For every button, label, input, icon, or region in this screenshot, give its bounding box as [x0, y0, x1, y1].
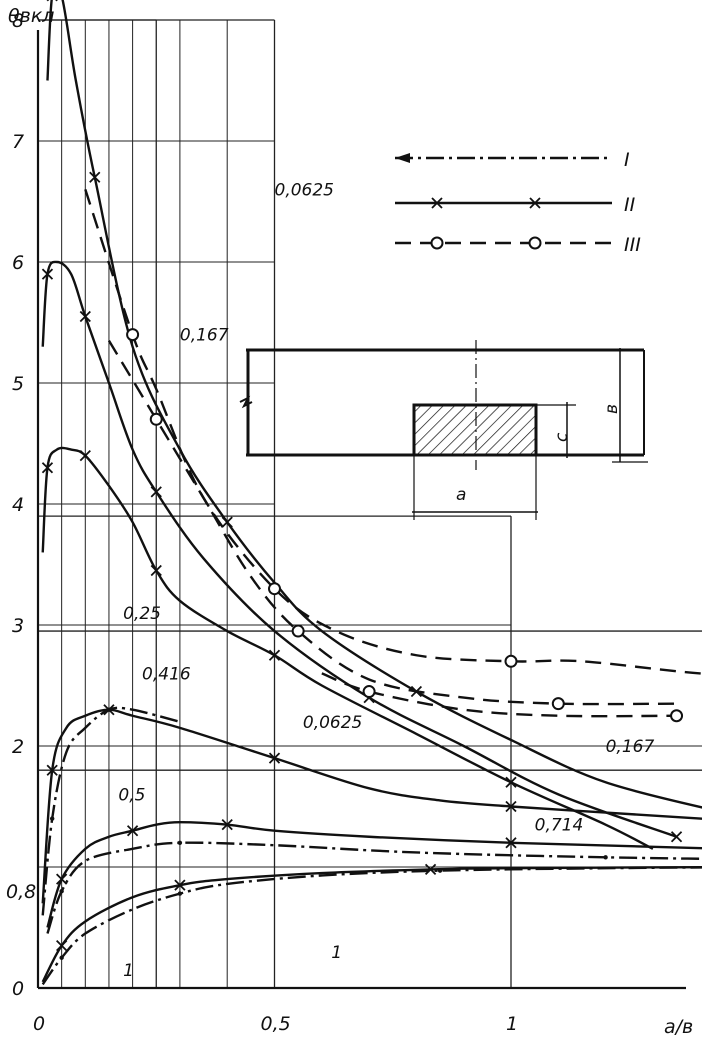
- data-point-x: [424, 863, 437, 876]
- data-point-circle: [670, 709, 684, 723]
- data-point-circle: [291, 624, 305, 638]
- data-point-dot: [59, 955, 64, 960]
- curve-label: 0,416: [142, 664, 191, 684]
- data-point-x: [221, 516, 233, 528]
- data-point-x: [79, 310, 91, 323]
- data-point-x: [41, 268, 54, 280]
- series-layer: [41, 0, 702, 986]
- data-point-dot: [603, 855, 608, 860]
- y-tick-label: 6: [12, 252, 24, 274]
- data-point-circle: [551, 697, 565, 711]
- data-point-x: [56, 873, 68, 885]
- data-point-x: [505, 800, 517, 813]
- curve-label: 0,25: [123, 604, 161, 624]
- data-point-x: [505, 776, 517, 788]
- data-point-circle: [268, 582, 281, 596]
- series-line: [46, 841, 702, 934]
- x-axis-label: a/в: [664, 1016, 693, 1038]
- data-point-dot: [106, 707, 112, 712]
- y-tick-label: 2: [12, 736, 24, 758]
- inset-dim-b-label: в: [602, 404, 622, 414]
- legend-marker-x: [529, 197, 541, 209]
- data-point-dot: [437, 868, 443, 873]
- data-point-circle: [504, 654, 518, 668]
- series-line: [46, 0, 702, 809]
- data-point-circle: [149, 412, 163, 426]
- inset-hatched-block: [412, 403, 538, 457]
- y-tick-label: 0,8: [6, 881, 36, 903]
- y-tick-label: 3: [12, 615, 24, 637]
- data-point-x: [150, 486, 162, 498]
- curve-label: 0,167: [606, 737, 655, 757]
- data-point-dot: [177, 840, 183, 845]
- curve-labels: 0,0625 0,167 0,25 0,416 0,0625 0,167 0,5 0,714 1…: [118, 180, 654, 980]
- data-point-circle: [362, 685, 376, 699]
- legend-marker-x: [431, 197, 443, 209]
- y-tick-label: 0: [12, 978, 24, 1000]
- series-line: [84, 189, 702, 675]
- curve-label: 0,0625: [275, 180, 334, 200]
- inset-break-mark-left: [239, 395, 253, 409]
- series-line: [41, 708, 702, 904]
- data-point-dot: [49, 816, 55, 821]
- data-point-x: [505, 837, 517, 849]
- data-point-x: [126, 825, 139, 837]
- y-axis-label: θвкл: [8, 5, 54, 27]
- legend-marker-circle: [430, 236, 444, 250]
- x-tick-label: 0: [33, 1013, 45, 1035]
- legend-marker-circle: [528, 236, 542, 250]
- data-point-x: [46, 764, 58, 776]
- series-line: [107, 340, 677, 706]
- series-line: [41, 260, 677, 838]
- curve-label: 1: [123, 961, 134, 981]
- grid: [38, 19, 702, 988]
- curve-label: 0,0625: [303, 713, 362, 733]
- data-point-x: [150, 564, 162, 577]
- y-tick-label: 5: [12, 373, 24, 395]
- data-point-x: [670, 831, 683, 843]
- x-tick-label: 1: [506, 1013, 518, 1035]
- data-point-x: [89, 171, 101, 183]
- legend-label: II: [624, 194, 636, 216]
- curve-label: 0,5: [118, 785, 145, 805]
- data-point-dot: [177, 891, 183, 896]
- y-tick-label: 4: [12, 494, 24, 516]
- legend-marker-dot: [395, 153, 410, 163]
- data-point-x: [79, 449, 91, 462]
- legend-label: I: [624, 149, 630, 171]
- y-tick-label: 8: [12, 10, 24, 32]
- series-line: [321, 672, 677, 718]
- data-point-x: [41, 462, 54, 474]
- inset-dim-a-label: a: [456, 485, 466, 505]
- series-line: [41, 446, 654, 850]
- y-tick-label: 7: [12, 131, 24, 153]
- inset-diagram: a c в: [239, 340, 648, 520]
- series-line: [41, 865, 702, 983]
- series-line: [41, 706, 181, 916]
- curve-label: 0,167: [180, 326, 229, 346]
- legend-label: III: [624, 234, 641, 256]
- data-point-x: [221, 819, 233, 831]
- data-point-x: [268, 752, 281, 764]
- inset-dim-c-label: c: [552, 432, 572, 442]
- x-tick-label: 0,5: [261, 1013, 291, 1035]
- data-point-x: [268, 649, 281, 661]
- data-point-dot: [59, 889, 64, 894]
- series-line: [41, 866, 702, 986]
- curve-label: 0,714: [535, 816, 584, 836]
- series-line: [46, 821, 702, 928]
- data-point-x: [174, 879, 186, 891]
- data-point-x: [56, 940, 68, 952]
- curve-label: 1: [331, 943, 342, 963]
- data-point-circle: [126, 328, 140, 342]
